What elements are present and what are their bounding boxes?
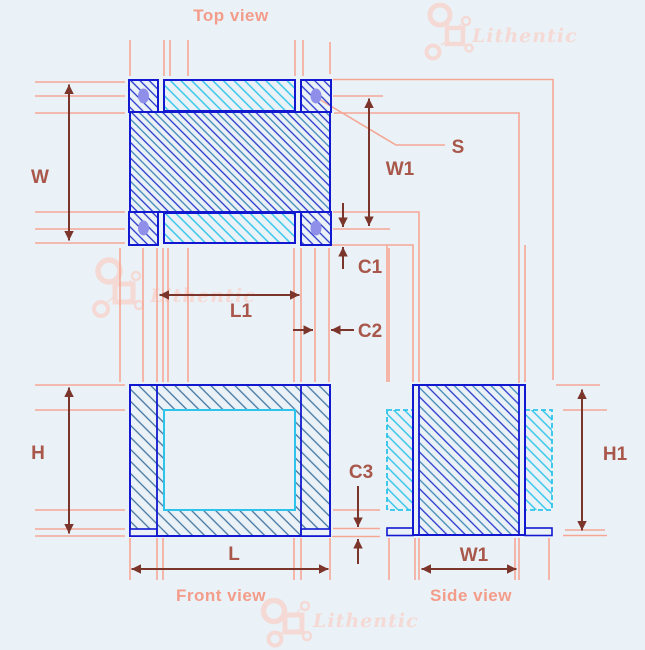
- dimension-arrows: [64, 84, 587, 574]
- watermark-text-bottom-center: Lithentic: [312, 610, 419, 632]
- mounting-block-bottom-right: [300, 211, 332, 246]
- dim-label-c1: C1: [358, 257, 383, 278]
- side-view-coil-left: [386, 409, 414, 511]
- dim-label-h1: H1: [603, 444, 628, 465]
- side-view-frame-lines: [418, 385, 520, 535]
- title-side-view: Side view: [430, 586, 512, 605]
- top-view-core: [129, 111, 331, 213]
- side-view-foot-right: [524, 527, 553, 537]
- dim-label-w: W: [31, 167, 49, 188]
- watermark-logo-bottom-center: [260, 597, 313, 648]
- dim-label-w1-side: W1: [460, 545, 489, 566]
- extension-lines: [35, 40, 607, 580]
- dim-label-w1-top: W1: [386, 159, 415, 180]
- dimension-labels: W W1 S C1 C2 L1 H L C3 H1 W1: [31, 137, 628, 566]
- s-leader-line: [318, 98, 445, 146]
- view-titles: Top view Front view Side view: [176, 6, 512, 605]
- side-view-core-stack: [419, 385, 519, 535]
- watermark-text-top-right: Lithentic: [471, 25, 578, 47]
- top-view-coil-strip-bottom: [163, 212, 296, 244]
- screw-hole: [310, 88, 322, 104]
- top-view-coil-strip-top: [163, 79, 296, 112]
- title-front-view: Front view: [176, 586, 266, 605]
- dim-label-s: S: [452, 137, 465, 158]
- top-view: [128, 79, 332, 246]
- side-view: [386, 384, 553, 537]
- screw-hole: [138, 88, 149, 104]
- dim-label-l: L: [228, 544, 240, 565]
- side-view-foot-left: [386, 527, 414, 537]
- side-view-coil-right: [524, 409, 553, 511]
- dim-label-l1: L1: [230, 301, 253, 322]
- dim-label-h: H: [31, 443, 45, 464]
- dim-label-c2: C2: [358, 321, 382, 342]
- dim-label-c3: C3: [349, 462, 373, 483]
- watermark-logo-center-left: [92, 257, 145, 318]
- front-view-foot-right: [300, 528, 331, 537]
- front-view-lamination-lines: [156, 385, 302, 536]
- front-view: [129, 384, 331, 537]
- front-view-foot-left: [129, 528, 158, 537]
- screw-hole: [138, 220, 149, 236]
- title-top-view: Top view: [193, 6, 269, 25]
- side-view-frame: [412, 384, 526, 536]
- front-view-window: [163, 409, 296, 511]
- watermark-logo-top-right: [424, 2, 474, 61]
- screw-hole: [310, 220, 322, 236]
